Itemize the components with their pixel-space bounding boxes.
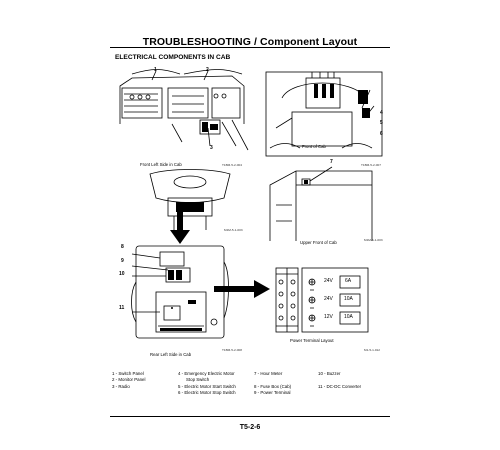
seat-area-figure — [149, 169, 231, 230]
callout-3: 3 — [210, 145, 213, 151]
power-row-3-amp: 10A — [344, 314, 353, 320]
power-row-3-volt: 12V — [324, 314, 333, 320]
caption-rear-left: Rear Left Side in Cab — [150, 352, 192, 357]
code-seat: M1M-5-1-003 — [224, 228, 243, 232]
callout-2: 2 — [206, 67, 209, 73]
legend-column-3: 7 - Hour Meter 8 - Fuse Box (Cab) 9 - Po… — [254, 371, 291, 397]
footer-rule — [110, 416, 390, 417]
legend-item: 11 - DC-DC Converter — [318, 383, 362, 389]
callout-7: 7 — [330, 159, 333, 165]
legend-item: 10 - Buzzer — [318, 371, 341, 376]
page-title: TROUBLESHOOTING / Component Layout — [142, 36, 358, 48]
page-number: T5-2-6 — [239, 424, 261, 431]
front-of-cab-figure — [265, 71, 383, 157]
legend-item: Stop Switch — [186, 377, 210, 383]
section-title: ELECTRICAL COMPONENTS IN CAB — [115, 54, 231, 61]
caption-upper-cab: Upper Front of Cab — [300, 240, 337, 245]
caption-front-cab: Front of Cab — [302, 144, 326, 149]
code-rear-left: T1BM-5-2-008 — [222, 348, 242, 352]
legend-column-2: 4 - Emergency Electric Motor Stop Switch… — [178, 371, 236, 397]
legend-item: 9 - Power Terminal — [254, 390, 291, 396]
legend-column-4: 10 - Buzzer 11 - DC-DC Converter — [318, 371, 361, 390]
legend-item: 8 - Fuse Box (Cab) — [254, 383, 292, 389]
power-row-1-volt: 24V — [324, 278, 333, 284]
upper-cab-figure — [269, 166, 373, 241]
code-upper-cab: M1M-5-1-003 — [364, 238, 383, 242]
callout-11: 11 — [119, 305, 125, 311]
power-row-2-volt: 24V — [324, 296, 333, 302]
code-front-cab: T1BM-5-2-007 — [361, 163, 381, 167]
right-arrow-icon — [214, 280, 270, 298]
callout-6: 6 — [380, 131, 383, 137]
callout-9: 9 — [121, 258, 124, 264]
legend-item: 3 - Radio — [112, 383, 130, 389]
code-power-terminal: M1-5-1-012 — [364, 348, 380, 352]
caption-power-terminal: Power Terminal Layout — [290, 338, 334, 343]
power-row-2-amp: 10A — [344, 296, 353, 302]
code-front-left: T1BM-5-2-004 — [222, 163, 242, 167]
power-row-1-amp: 6A — [345, 278, 352, 284]
legend-item: 6 - Electric Motor Stop Switch — [178, 390, 236, 396]
header-rule — [110, 47, 390, 48]
front-left-cab-figure — [119, 69, 249, 151]
caption-front-left: Front Left Side in Cab — [140, 162, 182, 167]
callout-5: 5 — [380, 120, 383, 126]
legend-item: 4 - Emergency Electric Motor — [178, 371, 235, 376]
callout-10: 10 — [119, 271, 125, 277]
callout-4: 4 — [380, 110, 383, 116]
legend-column-1: 1 - Switch Panel 2 - Monitor Panel 3 - R… — [112, 371, 145, 390]
legend-item: 5 - Electric Motor Start Switch — [178, 383, 236, 389]
legend-item: 2 - Monitor Panel — [112, 377, 146, 383]
legend-item: 7 - Hour Meter — [254, 371, 283, 376]
power-terminal-figure — [275, 267, 369, 333]
callout-1: 1 — [154, 67, 157, 73]
down-arrow-icon — [170, 210, 190, 244]
callout-8: 8 — [121, 244, 124, 250]
legend-item: 1 - Switch Panel — [112, 371, 144, 376]
